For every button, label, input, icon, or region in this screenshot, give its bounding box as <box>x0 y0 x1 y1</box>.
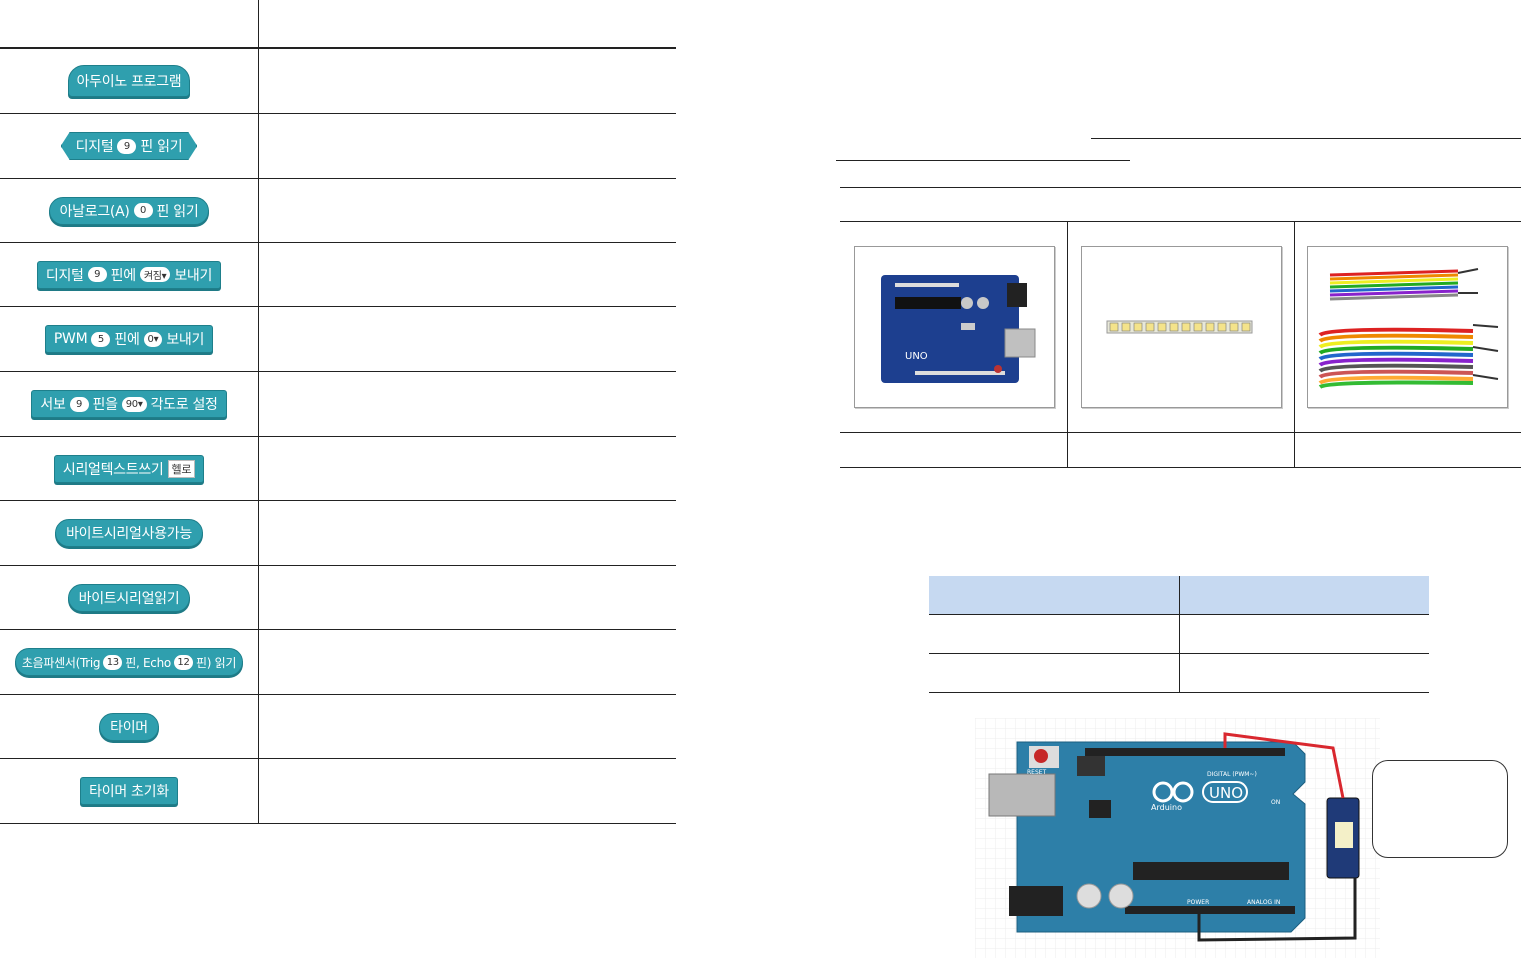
divider <box>840 187 1521 188</box>
table-row <box>929 614 1429 654</box>
table-row: 바이트시리얼읽기 <box>0 566 676 630</box>
arduino-program-block[interactable]: 아두이노 프로그램 <box>67 65 191 97</box>
digital-header-label: DIGITAL (PWM~) <box>1207 771 1257 778</box>
wiring-diagram: RESET DIGITAL (PWM~) POWER ANALOG IN UNO… <box>975 718 1380 958</box>
table-row: 서보 9 핀을 90▾ 각도로 설정 <box>0 372 676 437</box>
value-dropdown[interactable]: 0▾ <box>143 331 163 347</box>
led-strip-image <box>1106 320 1253 334</box>
callout-box <box>1372 760 1508 858</box>
uno-logo-text: UNO <box>1209 784 1243 802</box>
text-input[interactable]: 헬로 <box>167 459 196 478</box>
servo-block[interactable]: 서보 9 핀을 90▾ 각도로 설정 <box>31 390 227 418</box>
jumper-wires-image <box>1318 268 1499 389</box>
timer-reset-block[interactable]: 타이머 초기화 <box>80 777 178 805</box>
trig-pin-number[interactable]: 13 <box>103 654 123 670</box>
pin-number[interactable]: 9 <box>87 267 107 282</box>
red-wire <box>1223 732 1345 799</box>
power-header-label: POWER <box>1187 899 1209 906</box>
table-row: 아날로그(A) 0 핀 읽기 <box>0 179 676 243</box>
parts-table: UNO <box>840 221 1521 468</box>
analog-header-label: ANALOG IN <box>1247 899 1280 906</box>
pin-number[interactable]: 9 <box>69 396 89 412</box>
table-row: 타이머 <box>0 695 676 759</box>
echo-pin-number[interactable]: 12 <box>173 654 193 670</box>
pwm-write-block[interactable]: PWM 5 핀에 0▾ 보내기 <box>44 325 214 353</box>
reset-button <box>1034 749 1048 763</box>
table-row: 디지털 9 핀에 켜짐▾ 보내기 <box>0 243 676 307</box>
digital-read-block[interactable]: 디지털 9 핀 읽기 <box>61 132 198 160</box>
digital-write-block[interactable]: 디지털 9 핀에 켜짐▾ 보내기 <box>36 260 222 289</box>
table-row: PWM 5 핀에 0▾ 보내기 <box>0 307 676 372</box>
black-wire <box>1197 878 1357 942</box>
byte-serial-read-block[interactable]: 바이트시리얼읽기 <box>67 583 191 612</box>
table-row: 타이머 초기화 <box>0 759 676 824</box>
analog-read-block[interactable]: 아날로그(A) 0 핀 읽기 <box>48 196 210 225</box>
uno-logo-text: UNO <box>905 351 928 362</box>
table-row: 바이트시리얼사용가능 <box>0 501 676 566</box>
on-label: ON <box>1271 799 1280 806</box>
led-strip-photo <box>1081 246 1282 408</box>
timer-block[interactable]: 타이머 <box>99 712 159 741</box>
arduino-board-image: UNO <box>881 275 1036 383</box>
underline <box>836 160 1130 161</box>
block-command-table: 아두이노 프로그램 디지털 9 핀 읽기 아날로그(A) 0 핀 읽기 디지털 … <box>0 0 676 824</box>
underline <box>1091 138 1521 139</box>
pin-number[interactable]: 9 <box>117 139 136 154</box>
ultrasonic-read-block[interactable]: 초음파센서(Trig 13 핀, Echo 12 핀) 읽기 <box>14 648 244 676</box>
reset-label: RESET <box>1027 769 1047 776</box>
table-row: 디지털 9 핀 읽기 <box>0 114 676 179</box>
jumper-wires-photo <box>1307 246 1508 408</box>
arduino-logo-icon <box>1152 781 1194 803</box>
pin-number[interactable]: 0 <box>133 203 153 218</box>
angle-dropdown[interactable]: 90▾ <box>121 396 147 412</box>
table-row: 시리얼텍스트쓰기 헬로 <box>0 437 676 501</box>
table-row: 아두이노 프로그램 <box>0 49 676 114</box>
table-row: 초음파센서(Trig 13 핀, Echo 12 핀) 읽기 <box>0 630 676 695</box>
arduino-brand-text: Arduino <box>1151 803 1182 812</box>
table-header-row <box>0 0 676 49</box>
serial-text-write-block[interactable]: 시리얼텍스트쓰기 헬로 <box>53 454 205 483</box>
arduino-board-photo: UNO <box>854 246 1055 408</box>
byte-serial-available-block[interactable]: 바이트시리얼사용가능 <box>55 519 203 547</box>
pin-number[interactable]: 5 <box>91 331 111 347</box>
pin-connection-table <box>929 576 1429 693</box>
table-header-row <box>929 576 1429 615</box>
table-row <box>929 653 1429 693</box>
value-dropdown[interactable]: 켜짐▾ <box>139 267 171 282</box>
